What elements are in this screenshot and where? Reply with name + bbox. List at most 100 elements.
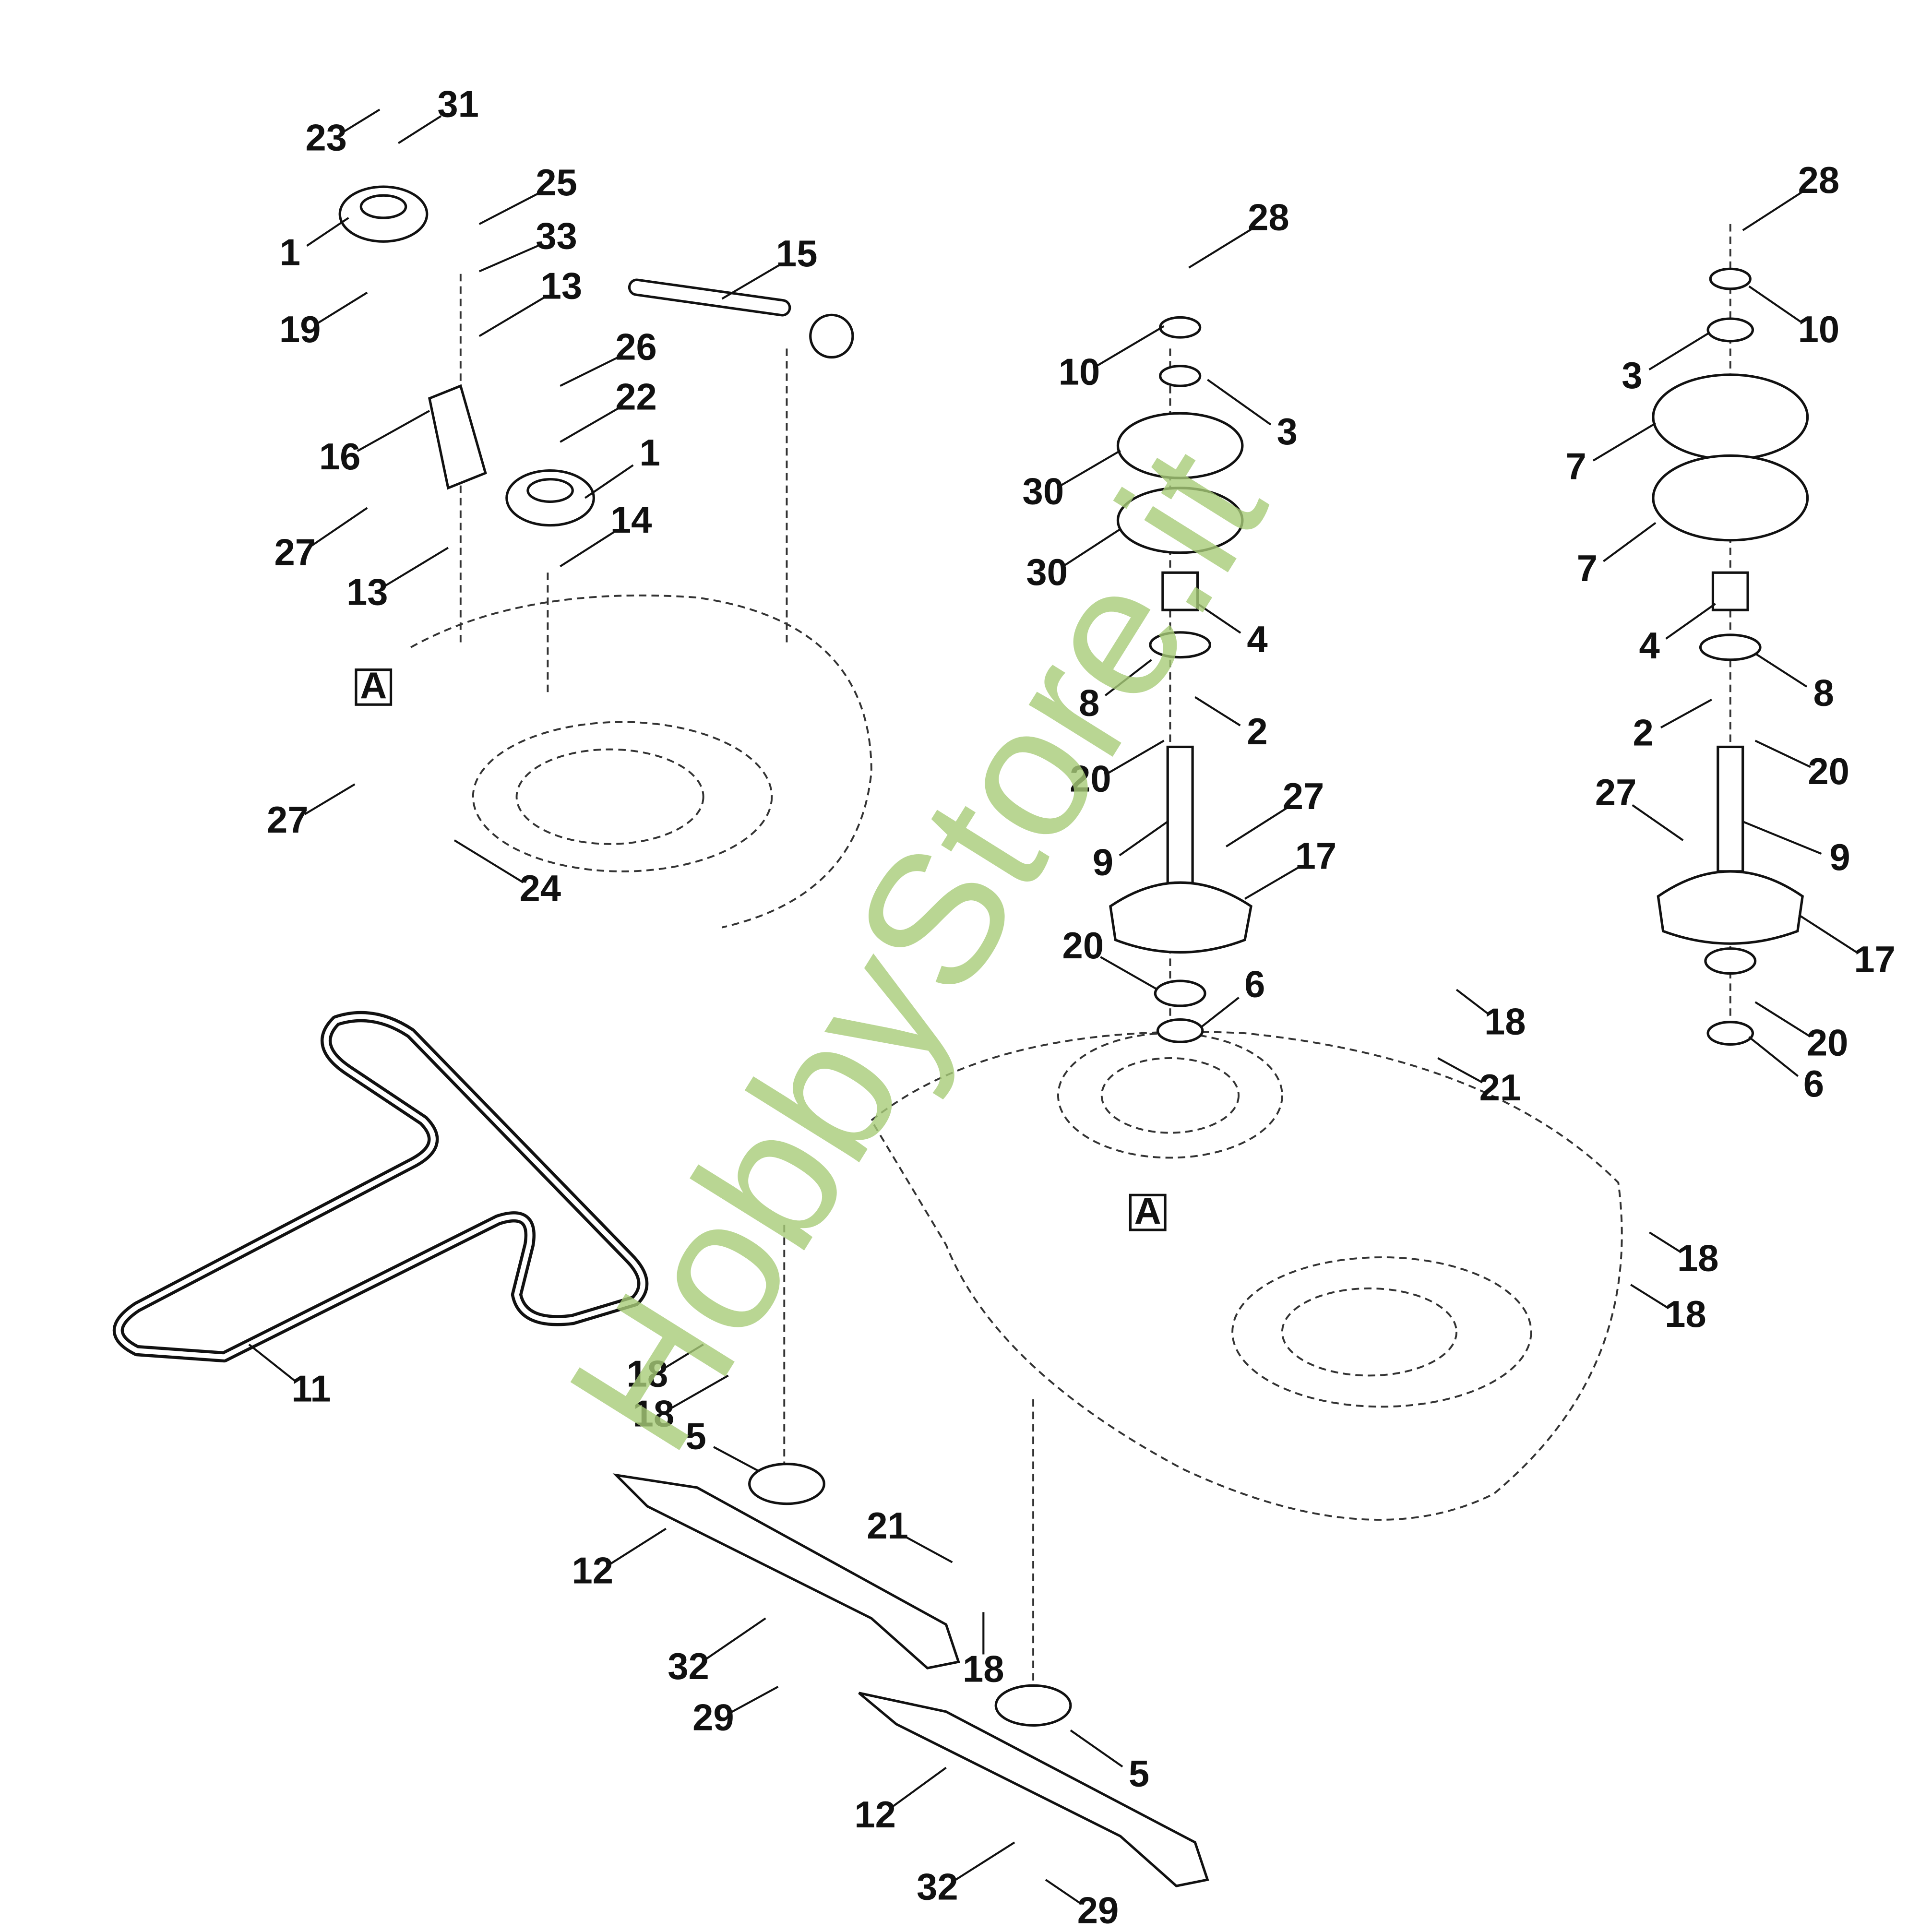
leader-line [1742, 821, 1822, 855]
leader-line [1045, 1879, 1082, 1905]
part-callout-18: 18 [633, 1394, 675, 1435]
drive-belt [112, 1011, 649, 1363]
leader-line [1748, 285, 1803, 324]
leader-line [316, 291, 368, 324]
leader-line [1754, 739, 1811, 768]
part-callout-18: 18 [627, 1354, 668, 1395]
leader-line [1748, 1036, 1799, 1077]
part-callout-2: 2 [1633, 713, 1654, 754]
leader-line [1754, 653, 1808, 688]
leader-line [1194, 696, 1241, 727]
leader-line [664, 1343, 704, 1369]
leader-line [1648, 333, 1709, 370]
leader-line [1660, 699, 1712, 728]
part-callout-12: 12 [854, 1794, 896, 1836]
leader-line [609, 1527, 667, 1565]
part-callout-20: 20 [1807, 1023, 1849, 1064]
blade-lower [858, 1692, 1209, 1887]
leader-line [584, 464, 634, 499]
leader-line [670, 1374, 729, 1409]
part-callout-21: 21 [867, 1505, 908, 1547]
blade-adapter [748, 1463, 825, 1505]
part-callout-8: 8 [1079, 682, 1099, 724]
part-callout-7: 7 [1565, 446, 1586, 488]
part-callout-6: 6 [1244, 964, 1265, 1005]
leader-line [1200, 997, 1240, 1028]
leader-line [397, 115, 442, 144]
blade-upper [612, 1473, 960, 1670]
part-callout-4: 4 [1639, 625, 1660, 667]
part-callout-21: 21 [1479, 1067, 1521, 1109]
part-callout-14: 14 [610, 500, 652, 541]
leader-line [1060, 450, 1121, 487]
part-callout-1: 1 [639, 432, 660, 474]
part-callout-19: 19 [279, 309, 321, 350]
part-callout-32: 32 [917, 1866, 958, 1908]
leader-line [306, 217, 349, 247]
part-callout-18: 18 [1484, 1001, 1526, 1042]
leader-line [1592, 422, 1657, 462]
part-callout-28: 28 [1248, 197, 1289, 239]
part-callout-28: 28 [1798, 160, 1840, 201]
blade-adapter [994, 1684, 1072, 1727]
leader-line [478, 245, 539, 273]
part-callout-6: 6 [1803, 1063, 1824, 1105]
part-callout-2: 2 [1247, 711, 1267, 752]
leader-line [1119, 821, 1169, 857]
leader-line [248, 1343, 296, 1382]
part-callout-8: 8 [1813, 673, 1834, 714]
leader-line [478, 297, 545, 337]
part-callout-24: 24 [520, 868, 561, 909]
leader-line [1226, 807, 1287, 847]
leader-line [1455, 989, 1490, 1015]
part-callout-9: 9 [1829, 837, 1850, 878]
part-callout-18: 18 [1665, 1294, 1706, 1335]
part-callout-5: 5 [1129, 1753, 1149, 1794]
leader-line [1754, 1001, 1811, 1038]
part-callout-27: 27 [274, 532, 316, 573]
part-callout-17: 17 [1854, 939, 1896, 980]
part-callout-5: 5 [685, 1416, 706, 1457]
leader-line [1630, 1284, 1669, 1309]
leader-line [1100, 956, 1158, 991]
leader-line [1096, 325, 1165, 367]
part-callout-20: 20 [1062, 925, 1104, 966]
leader-line [1742, 191, 1802, 231]
part-callout-12: 12 [572, 1550, 613, 1591]
leader-line [1197, 603, 1241, 634]
part-callout-3: 3 [1277, 411, 1298, 453]
part-callout-32: 32 [668, 1646, 709, 1687]
center-spindle-assembly [1109, 316, 1252, 1043]
leader-line [713, 1446, 760, 1473]
part-callout-9: 9 [1093, 842, 1113, 883]
part-callout-10: 10 [1059, 351, 1100, 393]
part-callout-1: 1 [280, 232, 300, 273]
leader-line [905, 1536, 953, 1563]
leader-line [1665, 603, 1716, 640]
leader-line [1244, 866, 1299, 900]
leader-line [730, 1686, 779, 1714]
part-callout-18: 18 [1677, 1238, 1719, 1279]
tension-spring [628, 278, 791, 317]
leader-line [1632, 804, 1684, 841]
part-callout-17: 17 [1295, 835, 1337, 877]
part-callout-33: 33 [536, 216, 577, 257]
leader-line [1207, 379, 1272, 426]
leader-line [1798, 914, 1859, 954]
part-callout-27: 27 [1595, 772, 1637, 813]
leader-line [304, 783, 356, 815]
leader-line [478, 192, 539, 225]
leader-line [1603, 522, 1657, 562]
leader-line [1437, 1057, 1483, 1084]
leader-line [384, 547, 449, 587]
leader-line [560, 407, 620, 443]
leader-line [453, 839, 524, 883]
leader-line [357, 410, 430, 452]
leader-line [311, 507, 368, 547]
part-callout-4: 4 [1247, 619, 1267, 660]
part-callout-15: 15 [776, 233, 818, 274]
leader-line [891, 1766, 947, 1809]
part-callout-27: 27 [1283, 776, 1324, 817]
